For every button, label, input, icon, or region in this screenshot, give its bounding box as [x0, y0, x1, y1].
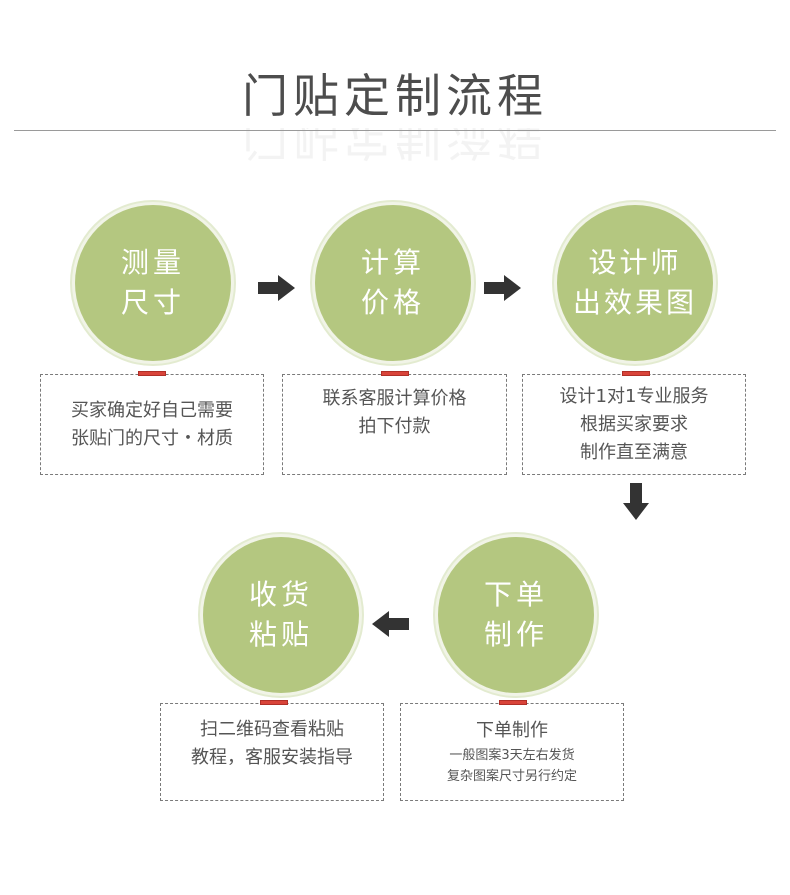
- step-desc-produce: 下单制作 一般图案3天左右发货 复杂图案尺寸另行约定: [400, 703, 624, 801]
- step-desc-line: 设计1对1专业服务: [559, 385, 709, 407]
- step-circle-line: 粘贴: [248, 618, 313, 651]
- step-desc-line: 根据买家要求: [580, 413, 688, 435]
- step-circle-receive: 收货 粘贴: [203, 537, 359, 693]
- step-circle-line: 下单: [483, 578, 548, 611]
- step-circle-line: 制作: [483, 618, 548, 651]
- step-desc-line: 制作直至满意: [580, 441, 688, 463]
- step-circle-design: 设计师 出效果图: [557, 205, 713, 361]
- step-desc-receive: 扫二维码查看粘贴 教程，客服安装指导: [160, 703, 384, 801]
- title-reflection: 门贴定制流程: [242, 128, 548, 165]
- step-desc-line: 教程，客服安装指导: [191, 747, 353, 768]
- step-circle-price: 计算 价格: [315, 205, 471, 361]
- step-desc-measure: 买家确定好自己需要 张贴门的尺寸・材质: [40, 374, 264, 475]
- step-desc-line: 买家确定好自己需要: [71, 399, 233, 421]
- step-desc-line: 拍下付款: [358, 416, 431, 437]
- step-tab-design: [622, 371, 650, 376]
- arrow-right-icon: [484, 275, 521, 301]
- step-circle-line: 价格: [360, 286, 425, 319]
- step-circle-line: 测量: [120, 246, 185, 279]
- arrow-right-icon: [258, 275, 295, 301]
- step-desc-line: 扫二维码查看粘贴: [200, 719, 344, 740]
- step-desc-line: 联系客服计算价格: [322, 388, 467, 409]
- arrow-down-icon: [623, 483, 649, 520]
- step-tab-price: [381, 371, 409, 376]
- step-tab-receive: [260, 700, 288, 705]
- step-tab-produce: [499, 700, 527, 705]
- step-circle-produce: 下单 制作: [438, 537, 594, 693]
- step-circle-line: 计算: [360, 246, 425, 279]
- title-divider: [14, 130, 776, 131]
- step-tab-measure: [138, 371, 166, 376]
- step-circle-line: 设计师: [588, 246, 682, 279]
- step-desc-small-line: 一般图案3天左右发货: [449, 748, 575, 763]
- step-desc-line: 张贴门的尺寸・材质: [71, 427, 233, 449]
- step-circle-line: 收货: [248, 578, 313, 611]
- step-desc-price: 联系客服计算价格 拍下付款: [282, 374, 507, 475]
- step-desc-design: 设计1对1专业服务 根据买家要求 制作直至满意: [522, 374, 746, 475]
- step-desc-small-line: 复杂图案尺寸另行约定: [446, 769, 577, 784]
- step-circle-line: 尺寸: [120, 286, 185, 319]
- arrow-left-icon: [372, 611, 409, 637]
- step-circle-measure: 测量 尺寸: [75, 205, 231, 361]
- step-desc-line: 下单制作: [476, 720, 548, 741]
- step-circle-line: 出效果图: [572, 286, 697, 319]
- page-title: 门贴定制流程: [242, 69, 548, 123]
